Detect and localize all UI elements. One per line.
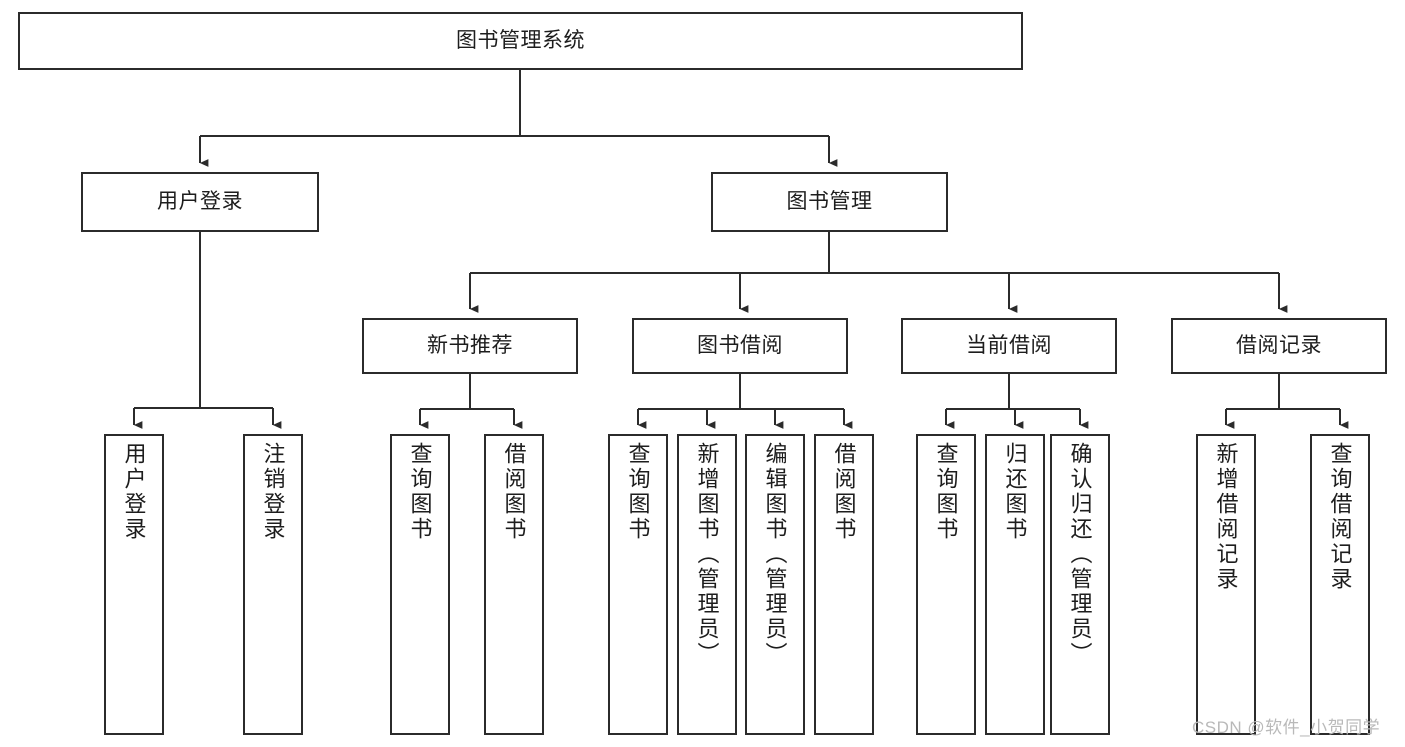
node-leaf-confirm-return[interactable]: 确认归还（管理员）	[1050, 434, 1110, 735]
node-label-leaf-return-book: 归还图书	[1002, 442, 1028, 542]
node-label-leaf-confirm-return: 确认归还（管理员）	[1067, 442, 1093, 667]
node-label-root: 图书管理系统	[456, 29, 585, 53]
node-label-user-login: 用户登录	[157, 190, 243, 214]
connector-lines	[132, 70, 1349, 429]
node-leaf-user-login[interactable]: 用户登录	[104, 434, 164, 735]
node-label-leaf-query-book-1: 查询图书	[407, 442, 433, 542]
node-leaf-query-book-2[interactable]: 查询图书	[608, 434, 668, 735]
node-label-leaf-add-record: 新增借阅记录	[1213, 442, 1239, 592]
node-leaf-query-record[interactable]: 查询借阅记录	[1310, 434, 1370, 735]
node-book-borrow[interactable]: 图书借阅	[632, 318, 848, 374]
node-label-leaf-query-book-2: 查询图书	[625, 442, 651, 542]
node-leaf-edit-book[interactable]: 编辑图书（管理员）	[745, 434, 805, 735]
node-leaf-borrow-book-1[interactable]: 借阅图书	[484, 434, 544, 735]
node-label-leaf-logout: 注销登录	[260, 442, 286, 542]
node-leaf-query-book-3[interactable]: 查询图书	[916, 434, 976, 735]
node-borrow-record[interactable]: 借阅记录	[1171, 318, 1387, 374]
node-root[interactable]: 图书管理系统	[18, 12, 1023, 70]
node-label-new-book-rec: 新书推荐	[427, 334, 513, 358]
node-leaf-add-book[interactable]: 新增图书（管理员）	[677, 434, 737, 735]
node-label-leaf-borrow-book-2: 借阅图书	[831, 442, 857, 542]
node-label-book-borrow: 图书借阅	[697, 334, 783, 358]
node-leaf-return-book[interactable]: 归还图书	[985, 434, 1045, 735]
node-label-book-manage: 图书管理	[786, 190, 873, 214]
node-leaf-borrow-book-2[interactable]: 借阅图书	[814, 434, 874, 735]
node-book-manage[interactable]: 图书管理	[711, 172, 948, 232]
node-label-leaf-add-book: 新增图书（管理员）	[694, 442, 720, 667]
csdn-watermark: CSDN @软件_小贺同学	[1192, 718, 1381, 737]
node-label-leaf-query-book-3: 查询图书	[933, 442, 959, 542]
node-label-borrow-record: 借阅记录	[1236, 334, 1322, 358]
node-current-borrow[interactable]: 当前借阅	[901, 318, 1117, 374]
node-leaf-logout[interactable]: 注销登录	[243, 434, 303, 735]
node-label-leaf-query-record: 查询借阅记录	[1327, 442, 1353, 592]
node-new-book-rec[interactable]: 新书推荐	[362, 318, 578, 374]
node-label-leaf-user-login: 用户登录	[121, 442, 147, 542]
node-user-login[interactable]: 用户登录	[81, 172, 319, 232]
node-label-leaf-edit-book: 编辑图书（管理员）	[762, 442, 788, 667]
node-leaf-add-record[interactable]: 新增借阅记录	[1196, 434, 1256, 735]
node-label-leaf-borrow-book-1: 借阅图书	[501, 442, 527, 542]
node-label-current-borrow: 当前借阅	[966, 334, 1052, 358]
node-leaf-query-book-1[interactable]: 查询图书	[390, 434, 450, 735]
